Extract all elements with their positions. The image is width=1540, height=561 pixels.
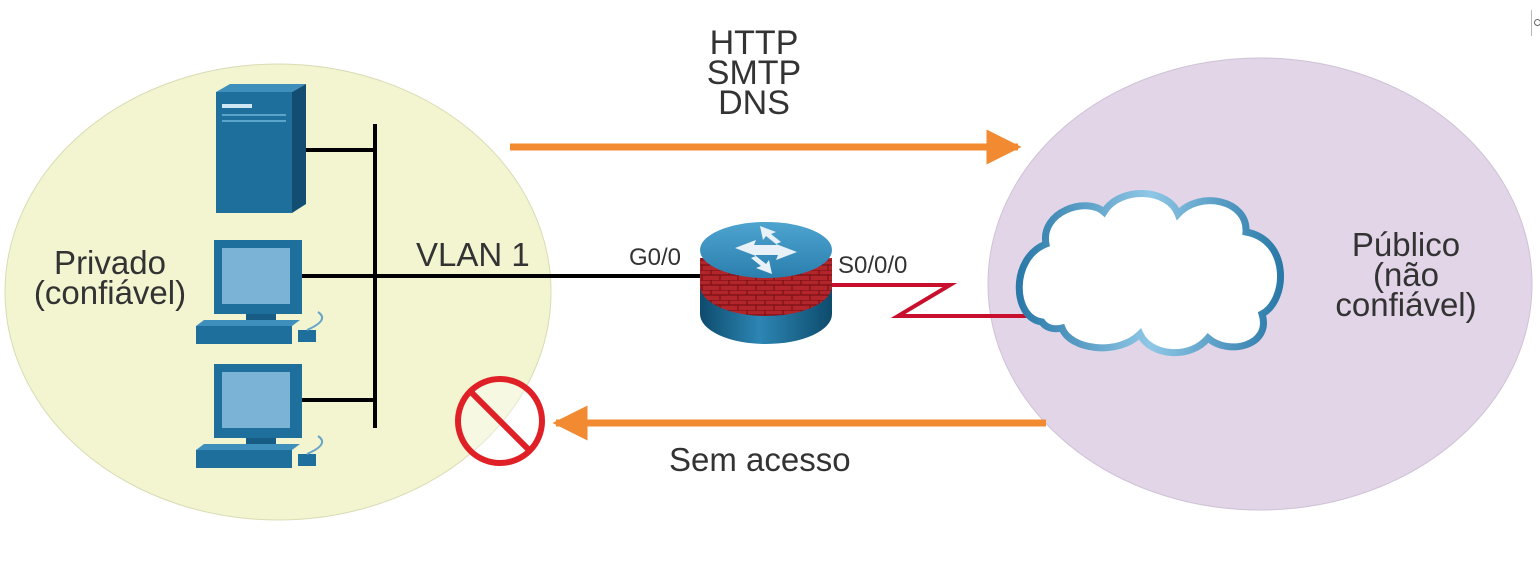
serial-link [830, 283, 1036, 318]
no-access-label: Sem acesso [669, 441, 851, 478]
private-zone-subtitle: (confiável) [33, 274, 187, 311]
protocol-smtp: SMTP [706, 54, 802, 92]
inside-interface-label: G0/0 [629, 244, 682, 271]
firewall-router-icon [700, 222, 832, 344]
outside-interface-label: S0/0/0 [838, 252, 908, 279]
public-zone-subtitle-1: (não [1372, 256, 1440, 293]
public-zone-title: Público [1351, 226, 1461, 263]
private-zone-title: Privado [54, 244, 166, 281]
public-zone-subtitle-2: confiável) [1335, 286, 1477, 323]
private-zone-label: Privado (confiável) [33, 244, 187, 311]
internet-cloud-icon [1015, 190, 1284, 356]
protocol-dns: DNS [718, 84, 790, 122]
public-zone-label: Público (não confiável) [1335, 226, 1477, 323]
pc-icon [196, 364, 324, 468]
no-access-icon [455, 376, 545, 466]
allowed-protocols-label: HTTP SMTP DNS [706, 24, 802, 122]
pc-icon [196, 240, 324, 344]
vlan-label: VLAN 1 [416, 236, 530, 273]
protocol-http: HTTP [709, 24, 799, 62]
corner-indicator [1531, 10, 1540, 36]
server-icon [216, 84, 306, 213]
ethernet-segment [300, 124, 705, 428]
